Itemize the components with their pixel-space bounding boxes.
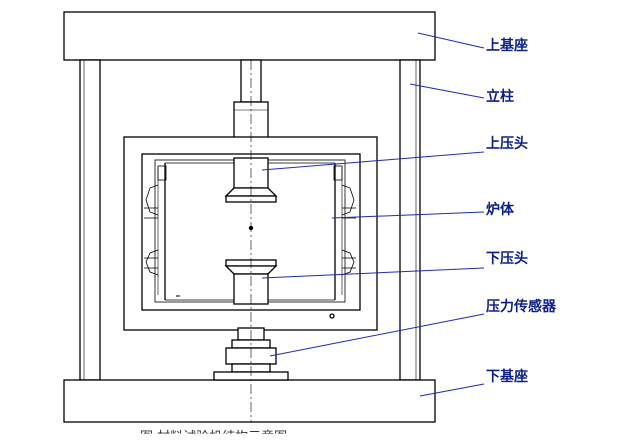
leader-lower-base (419, 383, 485, 397)
leader-upper-head (261, 151, 485, 171)
leader-load-cell (269, 313, 485, 357)
figure-caption: 图 材料试验机结构示意图 (140, 430, 288, 445)
leader-column (409, 83, 485, 99)
right-column (399, 59, 421, 381)
label-upper-head: 上压头 (486, 136, 528, 152)
label-lower-base: 下基座 (486, 369, 528, 385)
leader-furnace (331, 211, 485, 219)
furnace-body (144, 162, 356, 301)
leader-upper-base (417, 32, 485, 49)
label-lower-head: 下压头 (486, 251, 528, 267)
label-load-cell: 压力传感器 (486, 299, 556, 315)
lower-base (63, 379, 436, 423)
label-upper-base: 上基座 (486, 38, 528, 54)
label-column: 立柱 (486, 89, 514, 105)
left-column (79, 59, 101, 381)
upper-base (63, 11, 436, 61)
leader-lower-head (261, 267, 485, 279)
label-furnace: 炉体 (486, 202, 514, 218)
